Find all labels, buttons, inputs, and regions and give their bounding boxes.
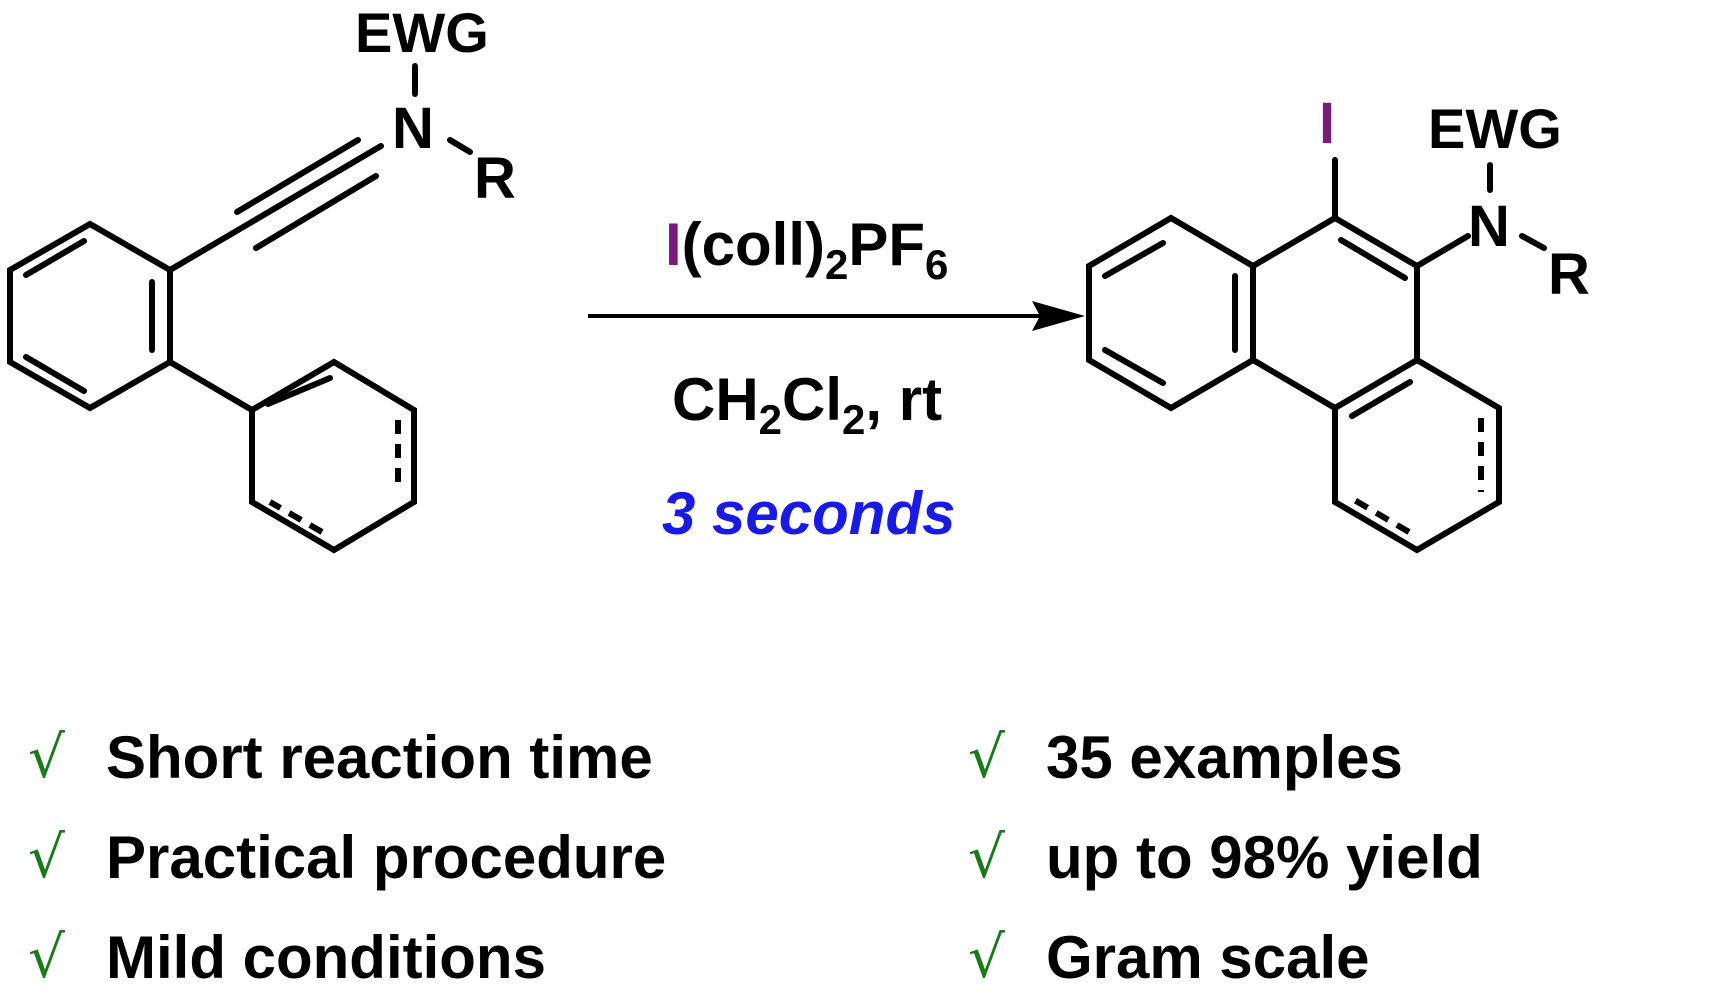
- product-ewg-label: EWG: [1428, 97, 1562, 160]
- check-icon: √: [968, 723, 1005, 791]
- feature-text: Gram scale: [1046, 923, 1370, 991]
- alkyne-bond: [167, 143, 384, 273]
- product-iodo-label: I: [1319, 91, 1335, 156]
- feature-short-reaction-time: √ Short reaction time: [28, 712, 653, 802]
- c-n-bond: [1414, 233, 1471, 269]
- feature-35-examples: √ 35 examples: [968, 712, 1403, 802]
- feature-text: Practical procedure: [106, 823, 667, 891]
- feature-gram-scale: √ Gram scale: [968, 912, 1370, 1002]
- product-structure: [1086, 157, 1547, 554]
- feature-text: 35 examples: [1046, 723, 1403, 791]
- reactant-ewg-label: EWG: [355, 1, 489, 64]
- reactant-r-label: R: [474, 146, 516, 211]
- feature-up-to-98-yield: √ up to 98% yield: [968, 812, 1483, 902]
- check-icon: √: [28, 823, 65, 891]
- feature-practical-procedure: √ Practical procedure: [28, 812, 666, 902]
- feature-text: Short reaction time: [106, 723, 653, 791]
- product-ring-right: [1332, 356, 1502, 554]
- check-icon: √: [968, 923, 1005, 991]
- reactant-ring-b: [249, 358, 417, 554]
- arrow-head: [1032, 301, 1085, 331]
- feature-text: up to 98% yield: [1046, 823, 1483, 891]
- reactant-structure: [7, 63, 473, 554]
- feature-text: Mild conditions: [106, 923, 546, 991]
- reagent-label: I(coll)2PF6: [665, 211, 948, 288]
- check-icon: √: [28, 923, 65, 991]
- check-icon: √: [968, 823, 1005, 891]
- product-ring-left: [1086, 214, 1256, 412]
- check-icon: √: [28, 723, 65, 791]
- product-n-label: N: [1468, 194, 1510, 259]
- solvent-label: CH2Cl2, rt: [672, 366, 942, 443]
- reactant-n-label: N: [392, 96, 434, 161]
- reactant-ring-a: [7, 220, 173, 412]
- product-r-label: R: [1548, 242, 1590, 307]
- feature-mild-conditions: √ Mild conditions: [28, 912, 546, 1002]
- reaction-time-label: 3 seconds: [662, 480, 955, 547]
- biaryl-bond: [167, 359, 255, 413]
